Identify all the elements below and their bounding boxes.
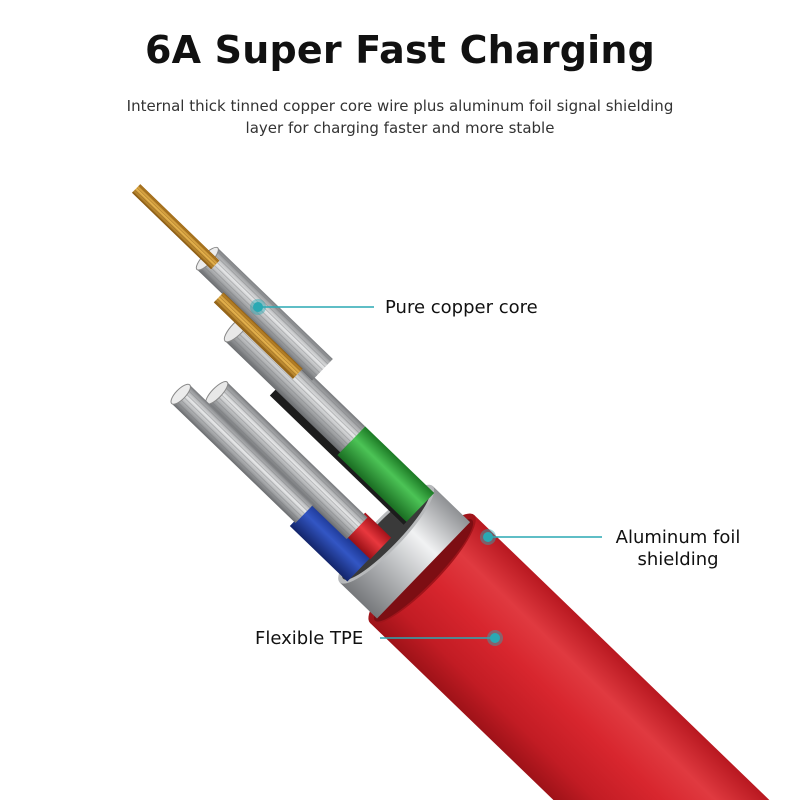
callout-label-aluminum-foil-shielding: Aluminum foil shielding	[598, 527, 758, 571]
page-title: 6A Super Fast Charging	[144, 28, 656, 72]
foil-label-line-2: shielding	[637, 549, 719, 570]
subtitle-line-2: layer for charging faster and more stabl…	[245, 119, 555, 137]
callout-label-pure-copper-core: Pure copper core	[385, 297, 538, 318]
subtitle-line-1: Internal thick tinned copper core wire p…	[126, 97, 674, 115]
callout-foil	[480, 529, 602, 545]
callout-tpe	[380, 630, 503, 646]
page-subtitle: Internal thick tinned copper core wire p…	[100, 95, 700, 139]
callout-copper	[250, 299, 374, 315]
callout-label-flexible-tpe: Flexible TPE	[255, 628, 364, 649]
silver-strand-bundles	[170, 246, 368, 540]
foil-label-line-1: Aluminum foil	[615, 527, 741, 548]
copper-core-strands	[131, 184, 303, 379]
